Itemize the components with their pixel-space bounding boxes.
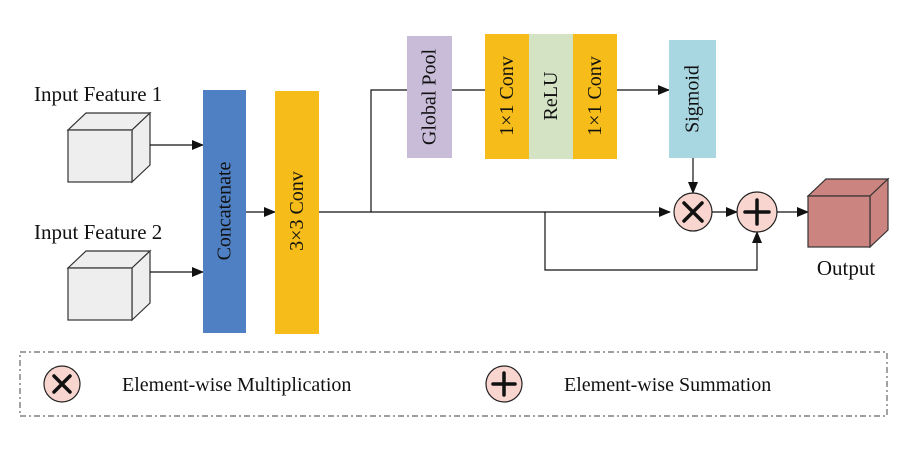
- legend-multiplication-label: Element-wise Multiplication: [122, 374, 351, 396]
- sum-operator-icon: [736, 191, 778, 233]
- global-pool-label: Global Pool: [419, 49, 441, 146]
- input-feature-1-cube: [66, 111, 152, 184]
- legend-box: [19, 351, 888, 417]
- residual-path: [544, 212, 762, 271]
- conv3x3-block: [275, 91, 319, 334]
- concatenate-label: Concatenate: [214, 161, 236, 260]
- conv1x1-b-block: [573, 34, 617, 159]
- legend-summation-label: Element-wise Summation: [564, 374, 771, 396]
- branch-to-global-pool: [370, 89, 407, 212]
- legend-sum-icon: [485, 365, 523, 403]
- output-label: Output: [817, 256, 876, 280]
- conv1x1-b-label: 1×1 Conv: [584, 56, 606, 136]
- global-pool-block: [407, 36, 452, 158]
- input-feature-2-cube: [66, 249, 152, 322]
- sigmoid-label: Sigmoid: [682, 65, 704, 133]
- sigmoid-block: [669, 40, 716, 158]
- input-feature-1-label: Input Feature 1: [34, 82, 162, 106]
- output-cube: [806, 177, 890, 249]
- relu-label: ReLU: [540, 71, 562, 120]
- conv3x3-label: 3×3 Conv: [286, 171, 308, 251]
- conv1x1-a-block: [485, 34, 529, 159]
- multiply-operator-icon: [673, 192, 713, 232]
- concatenate-block: [203, 90, 246, 333]
- relu-block: [529, 34, 573, 159]
- conv1x1-a-label: 1×1 Conv: [496, 56, 518, 136]
- legend-multiply-icon: [43, 365, 81, 403]
- input-feature-2-label: Input Feature 2: [34, 220, 162, 244]
